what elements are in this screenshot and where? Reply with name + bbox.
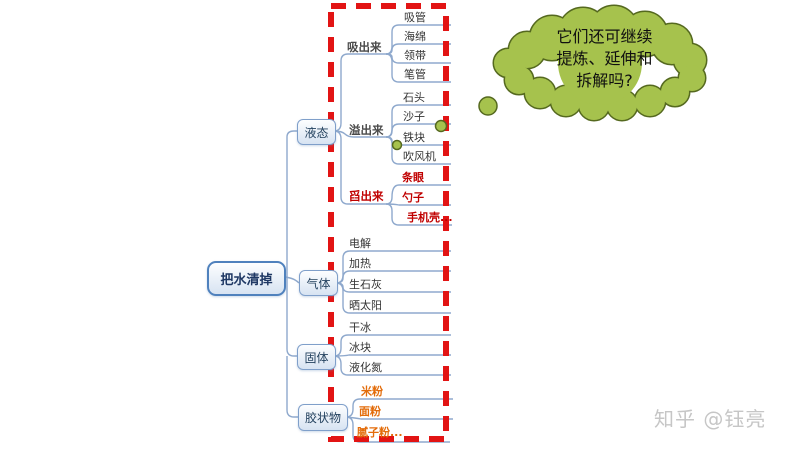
branch-node-solid-label: 固体: [304, 350, 329, 365]
leaf-phone-case[interactable]: 手机壳...: [407, 211, 453, 224]
branch-node-gel-label: 胶状物: [304, 411, 341, 425]
branch-node-solid[interactable]: 固体: [297, 344, 336, 370]
leaf-hair-dryer[interactable]: 吹风机: [403, 150, 436, 163]
leaf-quicklime[interactable]: 生石灰: [349, 278, 382, 291]
connector-lines: [281, 24, 453, 443]
leaf-rice-flour[interactable]: 米粉: [361, 385, 383, 398]
leaf-sand[interactable]: 沙子: [403, 110, 425, 123]
leaf-ice-cube[interactable]: 冰块: [349, 341, 371, 354]
thought-cloud-line-2: 提炼、延伸和: [556, 49, 653, 68]
thought-cloud-text: 它们还可继续 提炼、延伸和 拆解吗?: [502, 26, 707, 92]
leaf-electrolysis[interactable]: 电解: [349, 237, 371, 250]
leaf-heating[interactable]: 加热: [349, 257, 371, 270]
leaf-sunbathe[interactable]: 晒太阳: [349, 299, 382, 312]
leaf-iron-block[interactable]: 铁块: [403, 131, 425, 144]
branch-node-gas-label: 气体: [306, 276, 331, 291]
subtopic-suck-out[interactable]: 吸出来: [347, 40, 382, 54]
thought-cloud-line-1: 它们还可继续: [556, 27, 653, 46]
thought-cloud-line-3: 拆解吗?: [576, 71, 633, 90]
leaf-straw[interactable]: 吸管: [404, 11, 426, 24]
leaf-spoon[interactable]: 勺子: [402, 191, 424, 204]
leaf-necktie[interactable]: 领带: [404, 49, 426, 62]
highlight-dashed-border: [328, 3, 449, 442]
leaf-pen-tube[interactable]: 笔管: [404, 68, 426, 81]
branch-node-gas[interactable]: 气体: [299, 270, 338, 296]
subtopic-scoop-out[interactable]: 舀出来: [349, 189, 384, 203]
thought-trail-dots: [391, 96, 498, 151]
branch-node-liquid[interactable]: 液态: [297, 119, 336, 145]
branch-node-gel[interactable]: 胶状物: [298, 404, 348, 431]
leaf-putty-powder[interactable]: 腻子粉...: [357, 426, 403, 439]
root-node-label: 把水清掉: [220, 273, 273, 288]
branch-node-liquid-label: 液态: [304, 125, 329, 140]
leaf-stone[interactable]: 石头: [403, 91, 425, 104]
leaf-liquid-nitrogen[interactable]: 液化氮: [349, 361, 382, 374]
zhihu-watermark: 知乎 @钰亮: [654, 407, 767, 431]
subtopic-overflow[interactable]: 溢出来: [349, 123, 384, 137]
leaf-scoop-item-1[interactable]: 条眼: [402, 171, 424, 184]
leaf-sponge[interactable]: 海绵: [404, 30, 426, 43]
root-node[interactable]: 把水清掉: [207, 261, 286, 296]
thought-cloud: [492, 4, 708, 122]
leaf-dry-ice[interactable]: 干冰: [349, 321, 371, 334]
leaf-wheat-flour[interactable]: 面粉: [359, 405, 381, 418]
